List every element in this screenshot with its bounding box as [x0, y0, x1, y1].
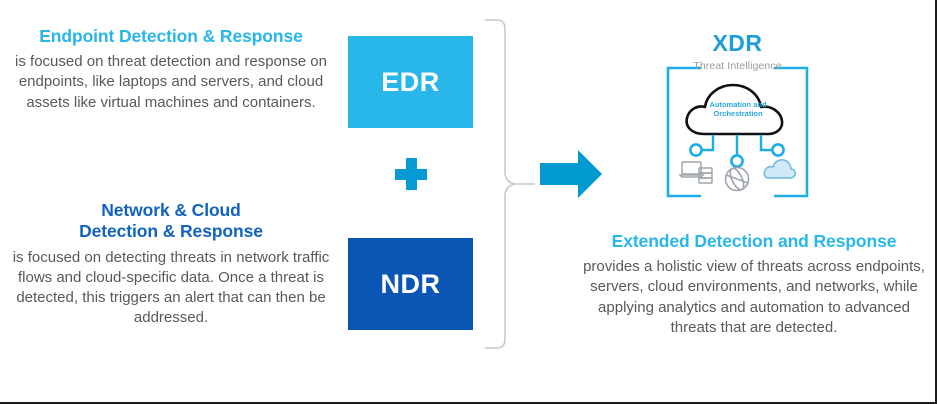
xdr-title: XDR [712, 30, 763, 56]
edr-box-label: EDR [381, 66, 440, 97]
ndr-box: NDR [348, 238, 473, 330]
xdr-heading: Extended Detection and Response [611, 231, 897, 251]
plus-icon-vertical-bar [406, 158, 417, 190]
right-arrow-icon [540, 150, 602, 198]
node-circle-left [689, 143, 703, 157]
curly-brace-icon [485, 19, 535, 349]
node-circles [689, 143, 785, 168]
server-laptop-icon [678, 161, 713, 184]
ndr-box-label: NDR [380, 268, 441, 299]
edr-description-block: Endpoint Detection & Response is focused… [6, 26, 336, 113]
edr-heading: Endpoint Detection & Response [39, 26, 303, 46]
threat-intelligence-frame [666, 66, 809, 198]
plus-icon [395, 158, 427, 190]
xdr-illustration [666, 66, 809, 198]
ndr-heading-line-1: Network & Cloud [101, 200, 241, 220]
ndr-heading: Network & Cloud Detection & Response [6, 200, 336, 243]
cloud-shape [685, 83, 784, 136]
xdr-description-block: Extended Detection and Response provides… [575, 231, 933, 338]
ndr-body-text: is focused on detecting threats in netwo… [12, 248, 330, 326]
xdr-body-text: provides a holistic view of threats acro… [583, 258, 925, 336]
node-circle-right [771, 143, 785, 157]
network-globe-icon [724, 166, 750, 192]
node-connectors [700, 134, 774, 157]
cloud-icon [763, 159, 796, 179]
ndr-heading-line-2: Detection & Response [79, 221, 263, 242]
ndr-description-block: Network & Cloud Detection & Response is … [6, 200, 336, 328]
edr-box: EDR [348, 36, 473, 128]
node-circle-center [730, 154, 744, 168]
edr-body-text: is focused on threat detection and respo… [15, 53, 327, 111]
